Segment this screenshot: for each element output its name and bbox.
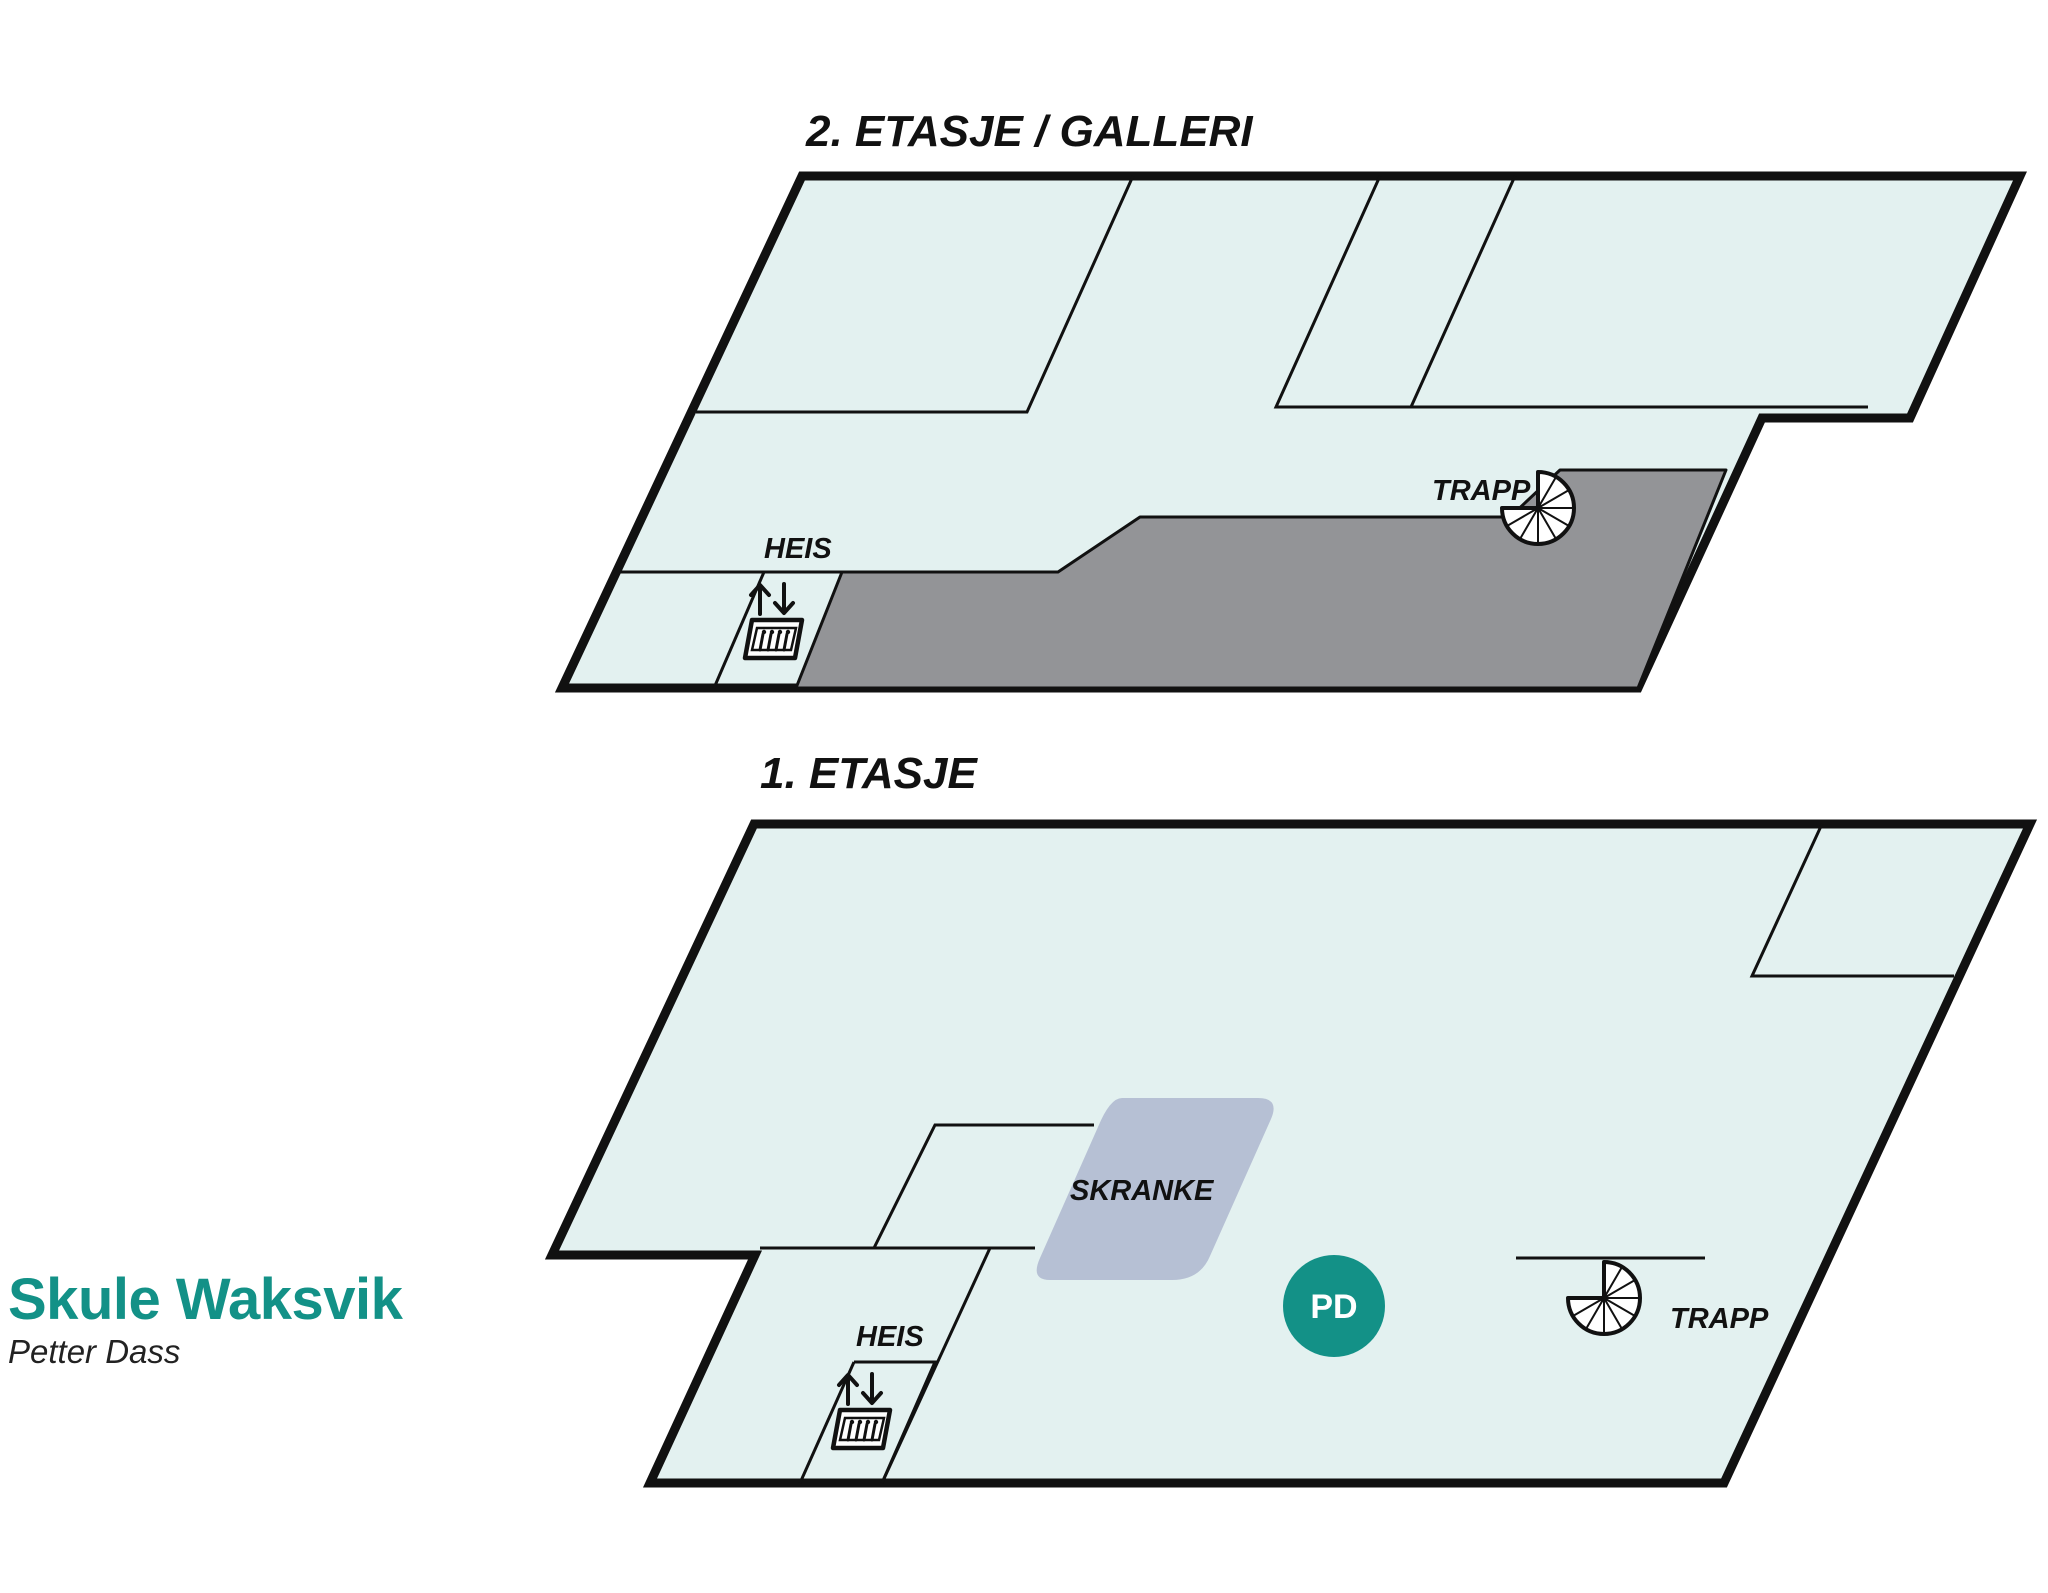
- upper-floor: 2. ETASJE / GALLERI HEIS TRAPP: [554, 107, 2027, 693]
- ground-floor-outline: [544, 819, 2038, 1488]
- ground-floor-walls: [760, 823, 1954, 1484]
- location-marker-icon: PD: [1283, 1255, 1385, 1357]
- upper-stair-label: TRAPP: [1432, 475, 1531, 507]
- venue-subtitle: Petter Dass: [8, 1333, 181, 1370]
- information-desk: [1036, 1098, 1274, 1280]
- upper-elevator-label: HEIS: [764, 533, 832, 565]
- ground-floor: 1. ETASJE SKRANKE HEIS TRAPP PD: [544, 749, 2038, 1488]
- upper-floor-walls: [620, 175, 1868, 689]
- ground-elevator-label: HEIS: [856, 1321, 924, 1353]
- upper-floor-title: 2. ETASJE / GALLERI: [805, 107, 1253, 156]
- gallery-void: [794, 468, 1728, 690]
- venue-name: Skule Waksvik: [8, 1267, 403, 1332]
- ground-floor-title: 1. ETASJE: [760, 749, 978, 798]
- venue-caption: Skule Waksvik Petter Dass: [8, 1268, 528, 1372]
- information-desk-label: SKRANKE: [1070, 1175, 1215, 1207]
- location-marker-label: PD: [1310, 1288, 1357, 1326]
- ground-stair-label: TRAPP: [1670, 1303, 1769, 1335]
